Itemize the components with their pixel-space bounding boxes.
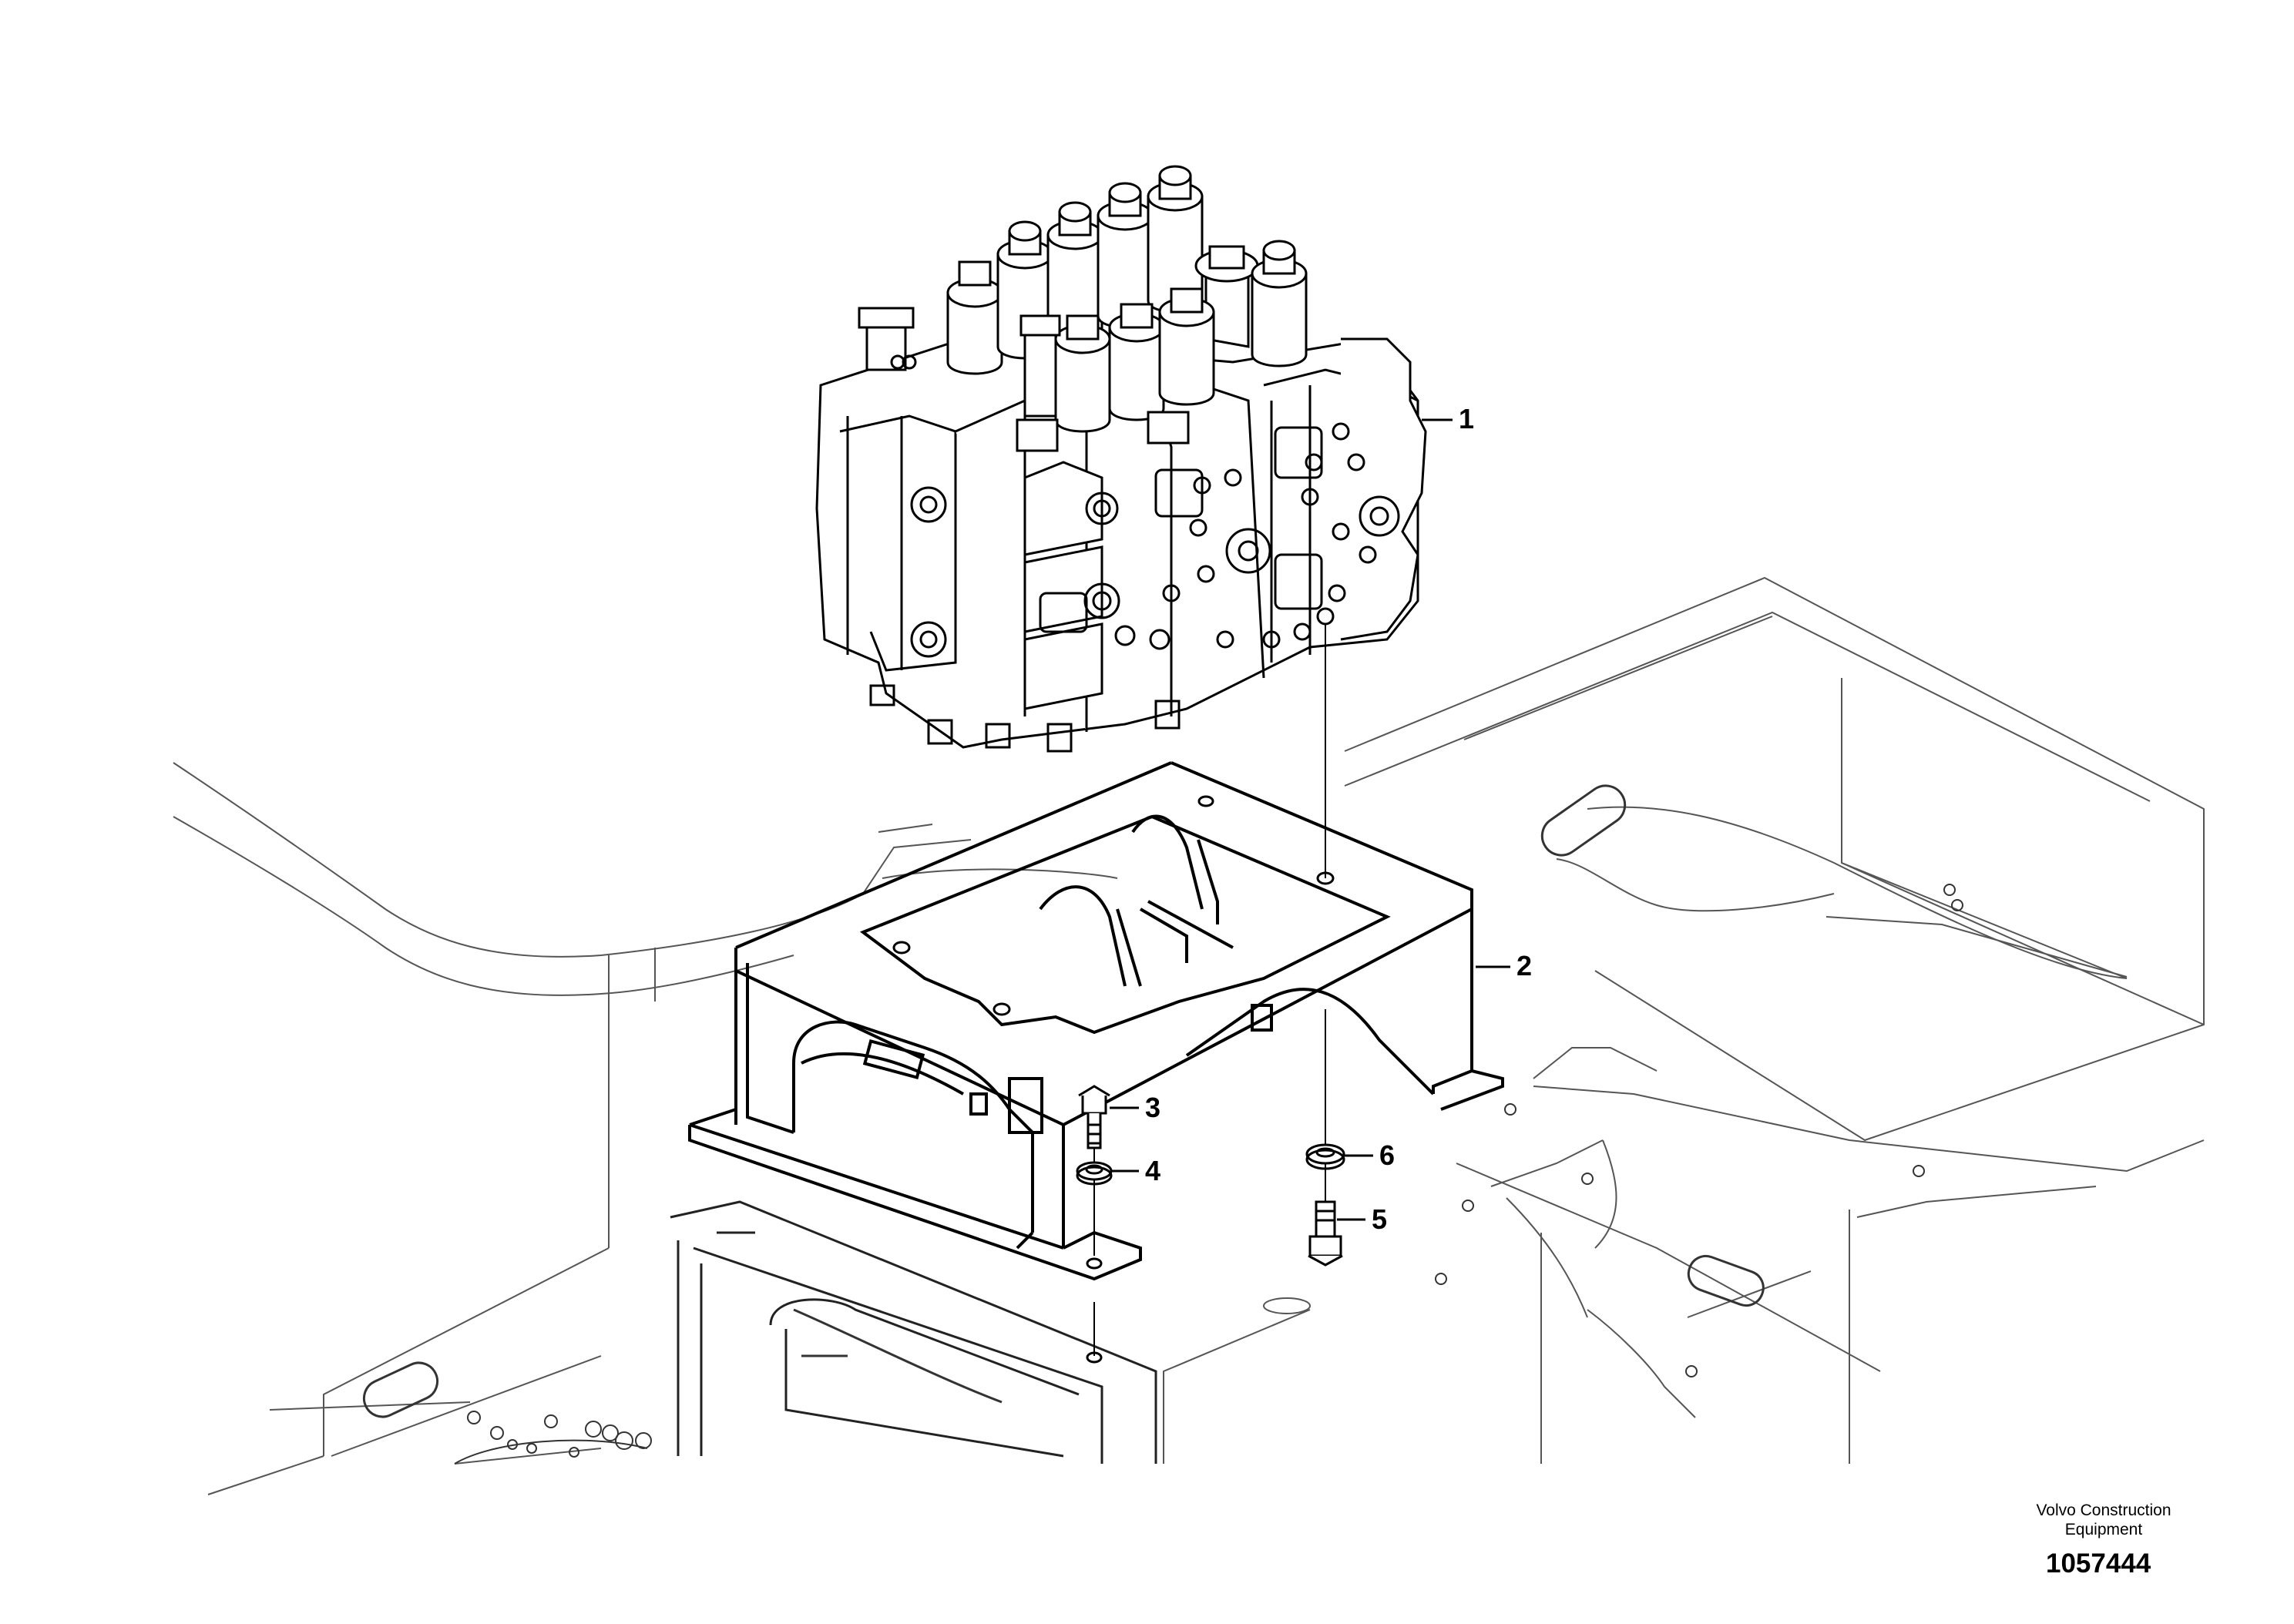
- bolt-3: [1078, 1085, 1110, 1149]
- bolt-5: [1308, 1200, 1343, 1267]
- brand-label: Volvo Construction Equipment: [2011, 1501, 2196, 1539]
- callout-1: 1: [1459, 403, 1475, 435]
- leader-lines: [1110, 418, 1510, 1221]
- frame-slots: [362, 784, 1765, 1418]
- callout-5: 5: [1372, 1203, 1388, 1235]
- washer-4: [1076, 1161, 1113, 1186]
- callout-4: 4: [1145, 1155, 1161, 1186]
- callout-6: 6: [1379, 1139, 1396, 1171]
- valve-spools: [858, 165, 1308, 452]
- bracket-holes: [892, 795, 1335, 1364]
- figure-number: 1057444: [2046, 1549, 2151, 1579]
- valve-ports: [869, 354, 1400, 753]
- floor-dots: [454, 884, 1963, 1465]
- brand-line-2: Equipment: [2064, 1521, 2143, 1538]
- brand-line-1: Volvo Construction: [2036, 1502, 2171, 1519]
- machine-frame: [173, 576, 2205, 1495]
- callout-2: 2: [1516, 950, 1533, 981]
- lower-support-block: [670, 1200, 1157, 1464]
- washer-6: [1305, 1143, 1345, 1170]
- mounting-bracket: [688, 761, 1504, 1281]
- callout-3: 3: [1145, 1092, 1161, 1123]
